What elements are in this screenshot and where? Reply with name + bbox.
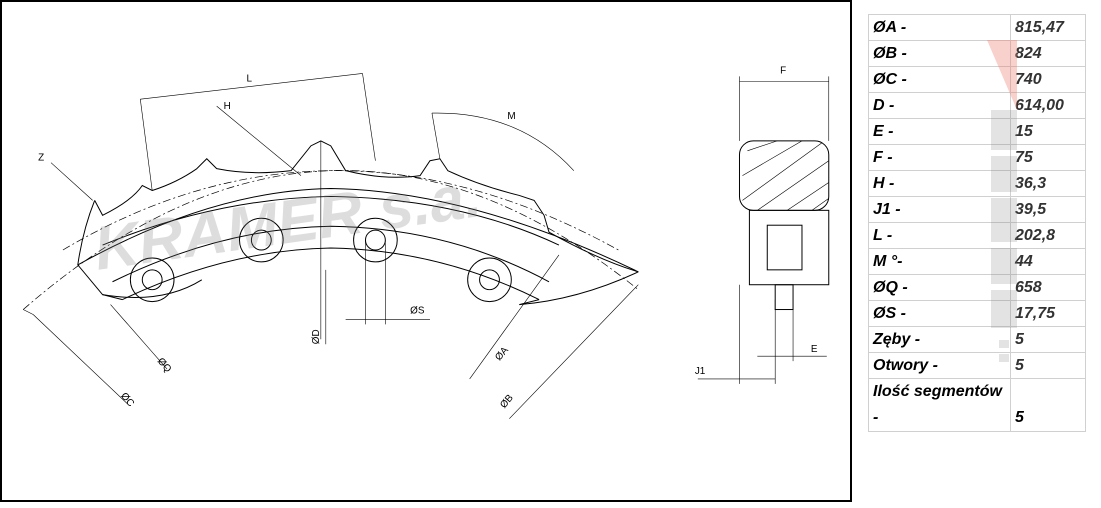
spec-label: ØA - [868,14,1011,41]
spec-row: Zęby -5 [868,326,1086,353]
spec-label: J1 - [868,196,1011,223]
dimension-lines [23,73,639,419]
spec-value: 36,3 [1010,170,1086,197]
spec-value: 824 [1010,40,1086,67]
label-J1: J1 [695,366,706,377]
spec-label: H - [868,170,1011,197]
spec-value: 44 [1010,248,1086,275]
label-C: ØC [118,391,136,409]
spec-row: Otwory -5 [868,352,1086,379]
spec-label: Zęby - [868,326,1011,353]
spec-row: ØC -740 [868,66,1086,93]
watermark-logo: KRAMER s.a. [90,161,485,284]
spec-value: 75 [1010,144,1086,171]
spec-label: ØC - [868,66,1011,93]
spec-label: E - [868,118,1011,145]
label-E: E [811,344,818,355]
label-H: H [224,101,231,112]
spec-value: 15 [1010,118,1086,145]
spec-row: ØS -17,75 [868,300,1086,327]
spec-value: 658 [1010,274,1086,301]
label-F: F [780,65,786,76]
label-M: M [507,111,515,122]
spec-value: 614,00 [1010,92,1086,119]
label-A: ØA [493,345,511,363]
spec-value: 740 [1010,66,1086,93]
spec-label: D - [868,92,1011,119]
spec-row: Ilość segmentów -5 [868,378,1086,432]
label-Q: ØQ [155,356,174,375]
spec-value: 5 [1010,352,1086,379]
spec-row: L -202,8 [868,222,1086,249]
spec-row: H -36,3 [868,170,1086,197]
spec-label: ØS - [868,300,1011,327]
spec-label: L - [868,222,1011,249]
spec-row: ØQ -658 [868,274,1086,301]
label-D: ØD [311,329,322,344]
spec-value: 5 [1010,378,1086,432]
spec-row: ØA -815,47 [868,14,1086,41]
spec-label: M °- [868,248,1011,275]
spec-row: D -614,00 [868,92,1086,119]
spec-row: E -15 [868,118,1086,145]
spec-label: ØQ - [868,274,1011,301]
spec-value: 5 [1010,326,1086,353]
spec-value: 39,5 [1010,196,1086,223]
sprocket-side-view [697,76,830,384]
spec-row: J1 -39,5 [868,196,1086,223]
spec-value: 815,47 [1010,14,1086,41]
spec-value: 202,8 [1010,222,1086,249]
label-L: L [246,73,252,84]
spec-label: Ilość segmentów - [868,378,1011,432]
label-B: ØB [498,392,516,410]
technical-drawing: L H M Z ØD ØS ØQ ØC ØA ØB F E J1 KRAMER … [0,0,852,502]
spec-row: ØB -824 [868,40,1086,67]
spec-value: 17,75 [1010,300,1086,327]
spec-label: ØB - [868,40,1011,67]
label-Z: Z [38,153,44,164]
sprocket-front-view [23,140,639,340]
spec-row: M °-44 [868,248,1086,275]
spec-row: F -75 [868,144,1086,171]
spec-label: F - [868,144,1011,171]
label-S: ØS [410,305,425,316]
sprocket-segment-drawing: L H M Z ØD ØS ØQ ØC ØA ØB F E J1 KRAMER … [23,65,830,419]
spec-label: Otwory - [868,352,1011,379]
